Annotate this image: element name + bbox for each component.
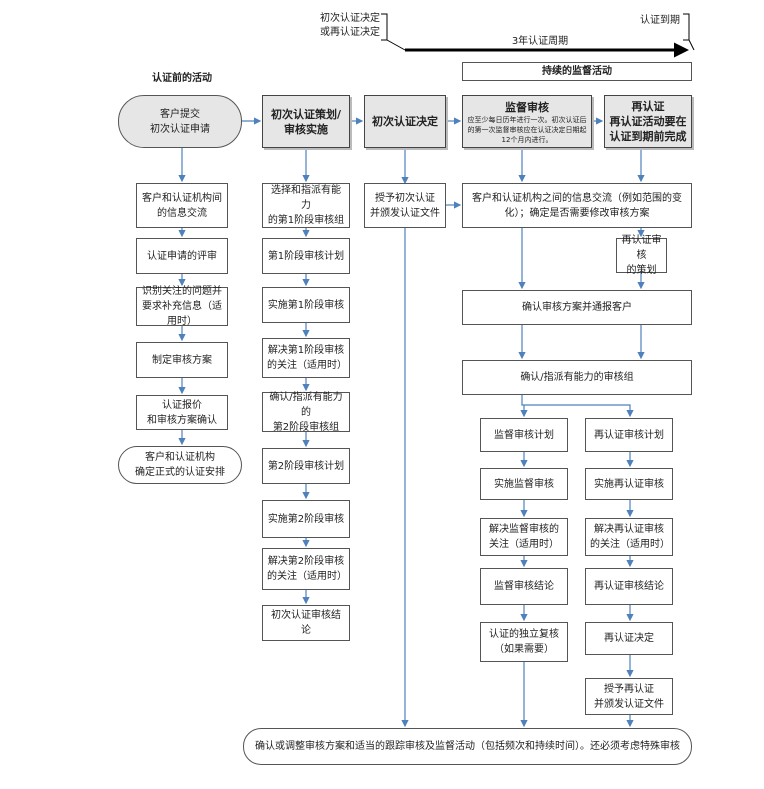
cycle-end-label: 认证到期 bbox=[640, 15, 680, 26]
recert_steps-step: 再认证决定 bbox=[585, 622, 673, 655]
pre-cert-title: 认证前的活动 bbox=[152, 73, 212, 84]
col1-step: 识别关注的问题并要求补充信息（适用时） bbox=[136, 286, 228, 327]
surv-step: 实施监督审核 bbox=[480, 468, 568, 500]
grant-initial: 授予初次认证 并颁发认证文件 bbox=[364, 183, 446, 228]
bottom-adjust: 确认或调整审核方案和适当的跟踪审核及监督活动（包括频次和持续时间）。还必须考虑特… bbox=[243, 728, 692, 765]
surv-title: 监督审核 bbox=[505, 101, 549, 114]
col1-step: 客户和认证机构 确定正式的认证安排 bbox=[118, 446, 242, 484]
header-surveillance: 监督审核应至少每日历年进行一次。初次认证后的第一次监督审核应在认证决定日期起12… bbox=[462, 95, 592, 148]
surv-step: 监督审核计划 bbox=[480, 418, 568, 452]
surv-step: 认证的独立复核 （如果需要） bbox=[480, 622, 568, 662]
col2-step: 初次认证审核结论 bbox=[262, 605, 350, 641]
recert_steps-step: 再认证审核计划 bbox=[585, 418, 673, 452]
confirm-team: 确认/指派有能力的审核组 bbox=[462, 360, 692, 395]
cycle-label: 3年认证周期 bbox=[511, 36, 569, 47]
col2-step: 第2阶段审核计划 bbox=[262, 448, 350, 484]
surv-note: 应至少每日历年进行一次。初次认证后的第一次监督审核应在认证决定日期起12个月内进… bbox=[467, 116, 587, 144]
info-exchange: 客户和认证机构之间的信息交流（例如范围的变化）；确定是否需要修改审核方案 bbox=[462, 183, 692, 228]
recert_steps-step: 授予再认证 并颁发认证文件 bbox=[585, 678, 673, 715]
confirm-program: 确认审核方案并通报客户 bbox=[462, 290, 692, 325]
header-decision: 初次认证决定 bbox=[364, 95, 446, 148]
col2-step: 第1阶段审核计划 bbox=[262, 238, 350, 274]
col2-step: 实施第1阶段审核 bbox=[262, 287, 350, 323]
recert_steps-step: 实施再认证审核 bbox=[585, 468, 673, 500]
apply-start: 客户提交 初次认证申请 bbox=[118, 95, 242, 148]
cycle-start-label: 初次认证决定 或再认证决定 bbox=[320, 13, 380, 38]
recert_steps-step: 再认证审核结论 bbox=[585, 568, 673, 605]
header-plan: 初次认证策划/ 审核实施 bbox=[262, 95, 350, 148]
recert_steps-step: 解决再认证审核的关注（适用时） bbox=[585, 518, 673, 556]
col2-step: 确认/指派有能力的 第2阶段审核组 bbox=[262, 392, 350, 433]
col1-step: 认证报价 和审核方案确认 bbox=[136, 395, 228, 430]
header-recert: 再认证 再认证活动要在认证到期前完成 bbox=[604, 95, 692, 148]
recert-planning: 再认证审核 的策划 bbox=[616, 235, 667, 276]
ongoing-surveillance: 持续的监督活动 bbox=[462, 62, 692, 81]
col1-step: 制定审核方案 bbox=[136, 342, 228, 378]
surv-step: 解决监督审核的关注（适用时） bbox=[480, 518, 568, 556]
surv-step: 监督审核结论 bbox=[480, 568, 568, 605]
col1-step: 认证申请的评审 bbox=[136, 238, 228, 274]
col1-step: 客户和认证机构间 的信息交流 bbox=[136, 183, 228, 228]
col2-step: 实施第2阶段审核 bbox=[262, 500, 350, 538]
col2-step: 解决第1阶段审核 的关注（适用时） bbox=[262, 338, 350, 378]
col2-step: 解决第2阶段审核 的关注（适用时） bbox=[262, 548, 350, 590]
col2-step: 选择和指派有能力 的第1阶段审核组 bbox=[262, 183, 350, 228]
